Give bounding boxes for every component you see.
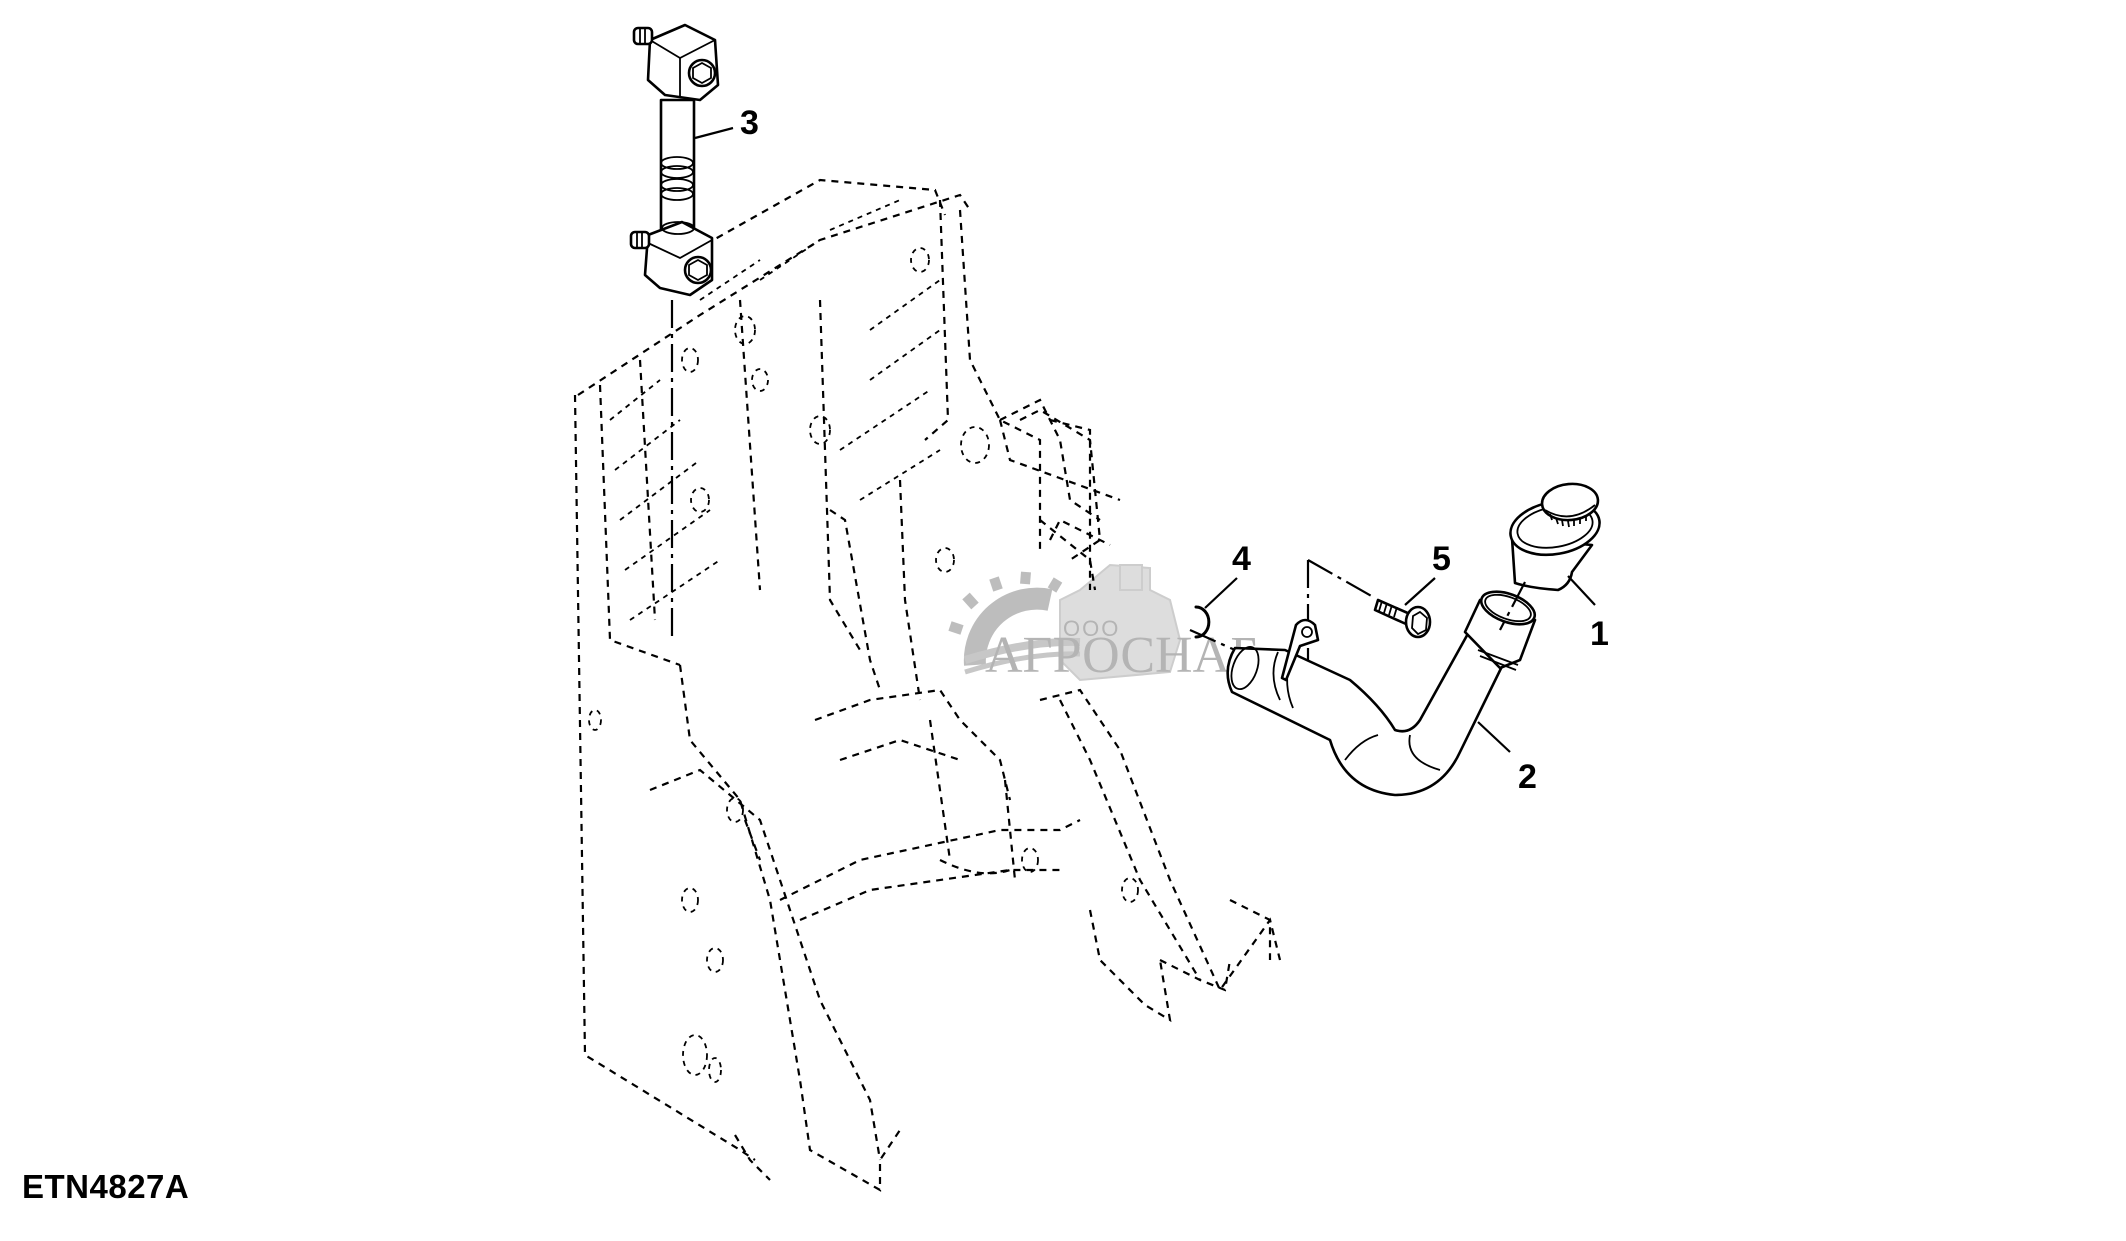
bottom-nipple — [629, 230, 651, 250]
part-4-assembly-line — [1189, 628, 1236, 652]
watermark-gear-icon — [948, 571, 1063, 666]
callout-1-leader — [1567, 575, 1596, 606]
part-1-filler-cap[interactable] — [1506, 482, 1604, 592]
top-nipple — [632, 26, 654, 46]
callout-2-leader — [1477, 721, 1511, 753]
figure-id: ETN4827A — [22, 1168, 190, 1205]
callout-2[interactable]: 2 — [1518, 758, 1537, 796]
part-2-filler-hose[interactable] — [1226, 585, 1539, 797]
watermark-prefix: ООО — [1063, 616, 1120, 641]
callout-4[interactable]: 4 — [1232, 540, 1251, 578]
reference-frame — [573, 178, 1282, 1192]
part-1-assembly-line — [1499, 581, 1526, 631]
part-5-cap-screw[interactable] — [1373, 598, 1432, 639]
callout-5[interactable]: 5 — [1432, 540, 1451, 578]
callout-4-leader — [1204, 577, 1238, 609]
watermark-harvester-icon — [1059, 563, 1182, 682]
callout-3-leader — [694, 126, 734, 140]
callout-5-leader — [1404, 577, 1436, 606]
callout-3[interactable]: 3 — [740, 104, 759, 142]
part-5-assembly-line — [1307, 559, 1376, 599]
watermark: ООО АГРОСНАБ — [948, 563, 1260, 684]
part-3-sight-gauge[interactable] — [629, 23, 720, 297]
watermark-name: АГРОСНАБ — [985, 627, 1260, 684]
callout-1[interactable]: 1 — [1590, 615, 1609, 653]
